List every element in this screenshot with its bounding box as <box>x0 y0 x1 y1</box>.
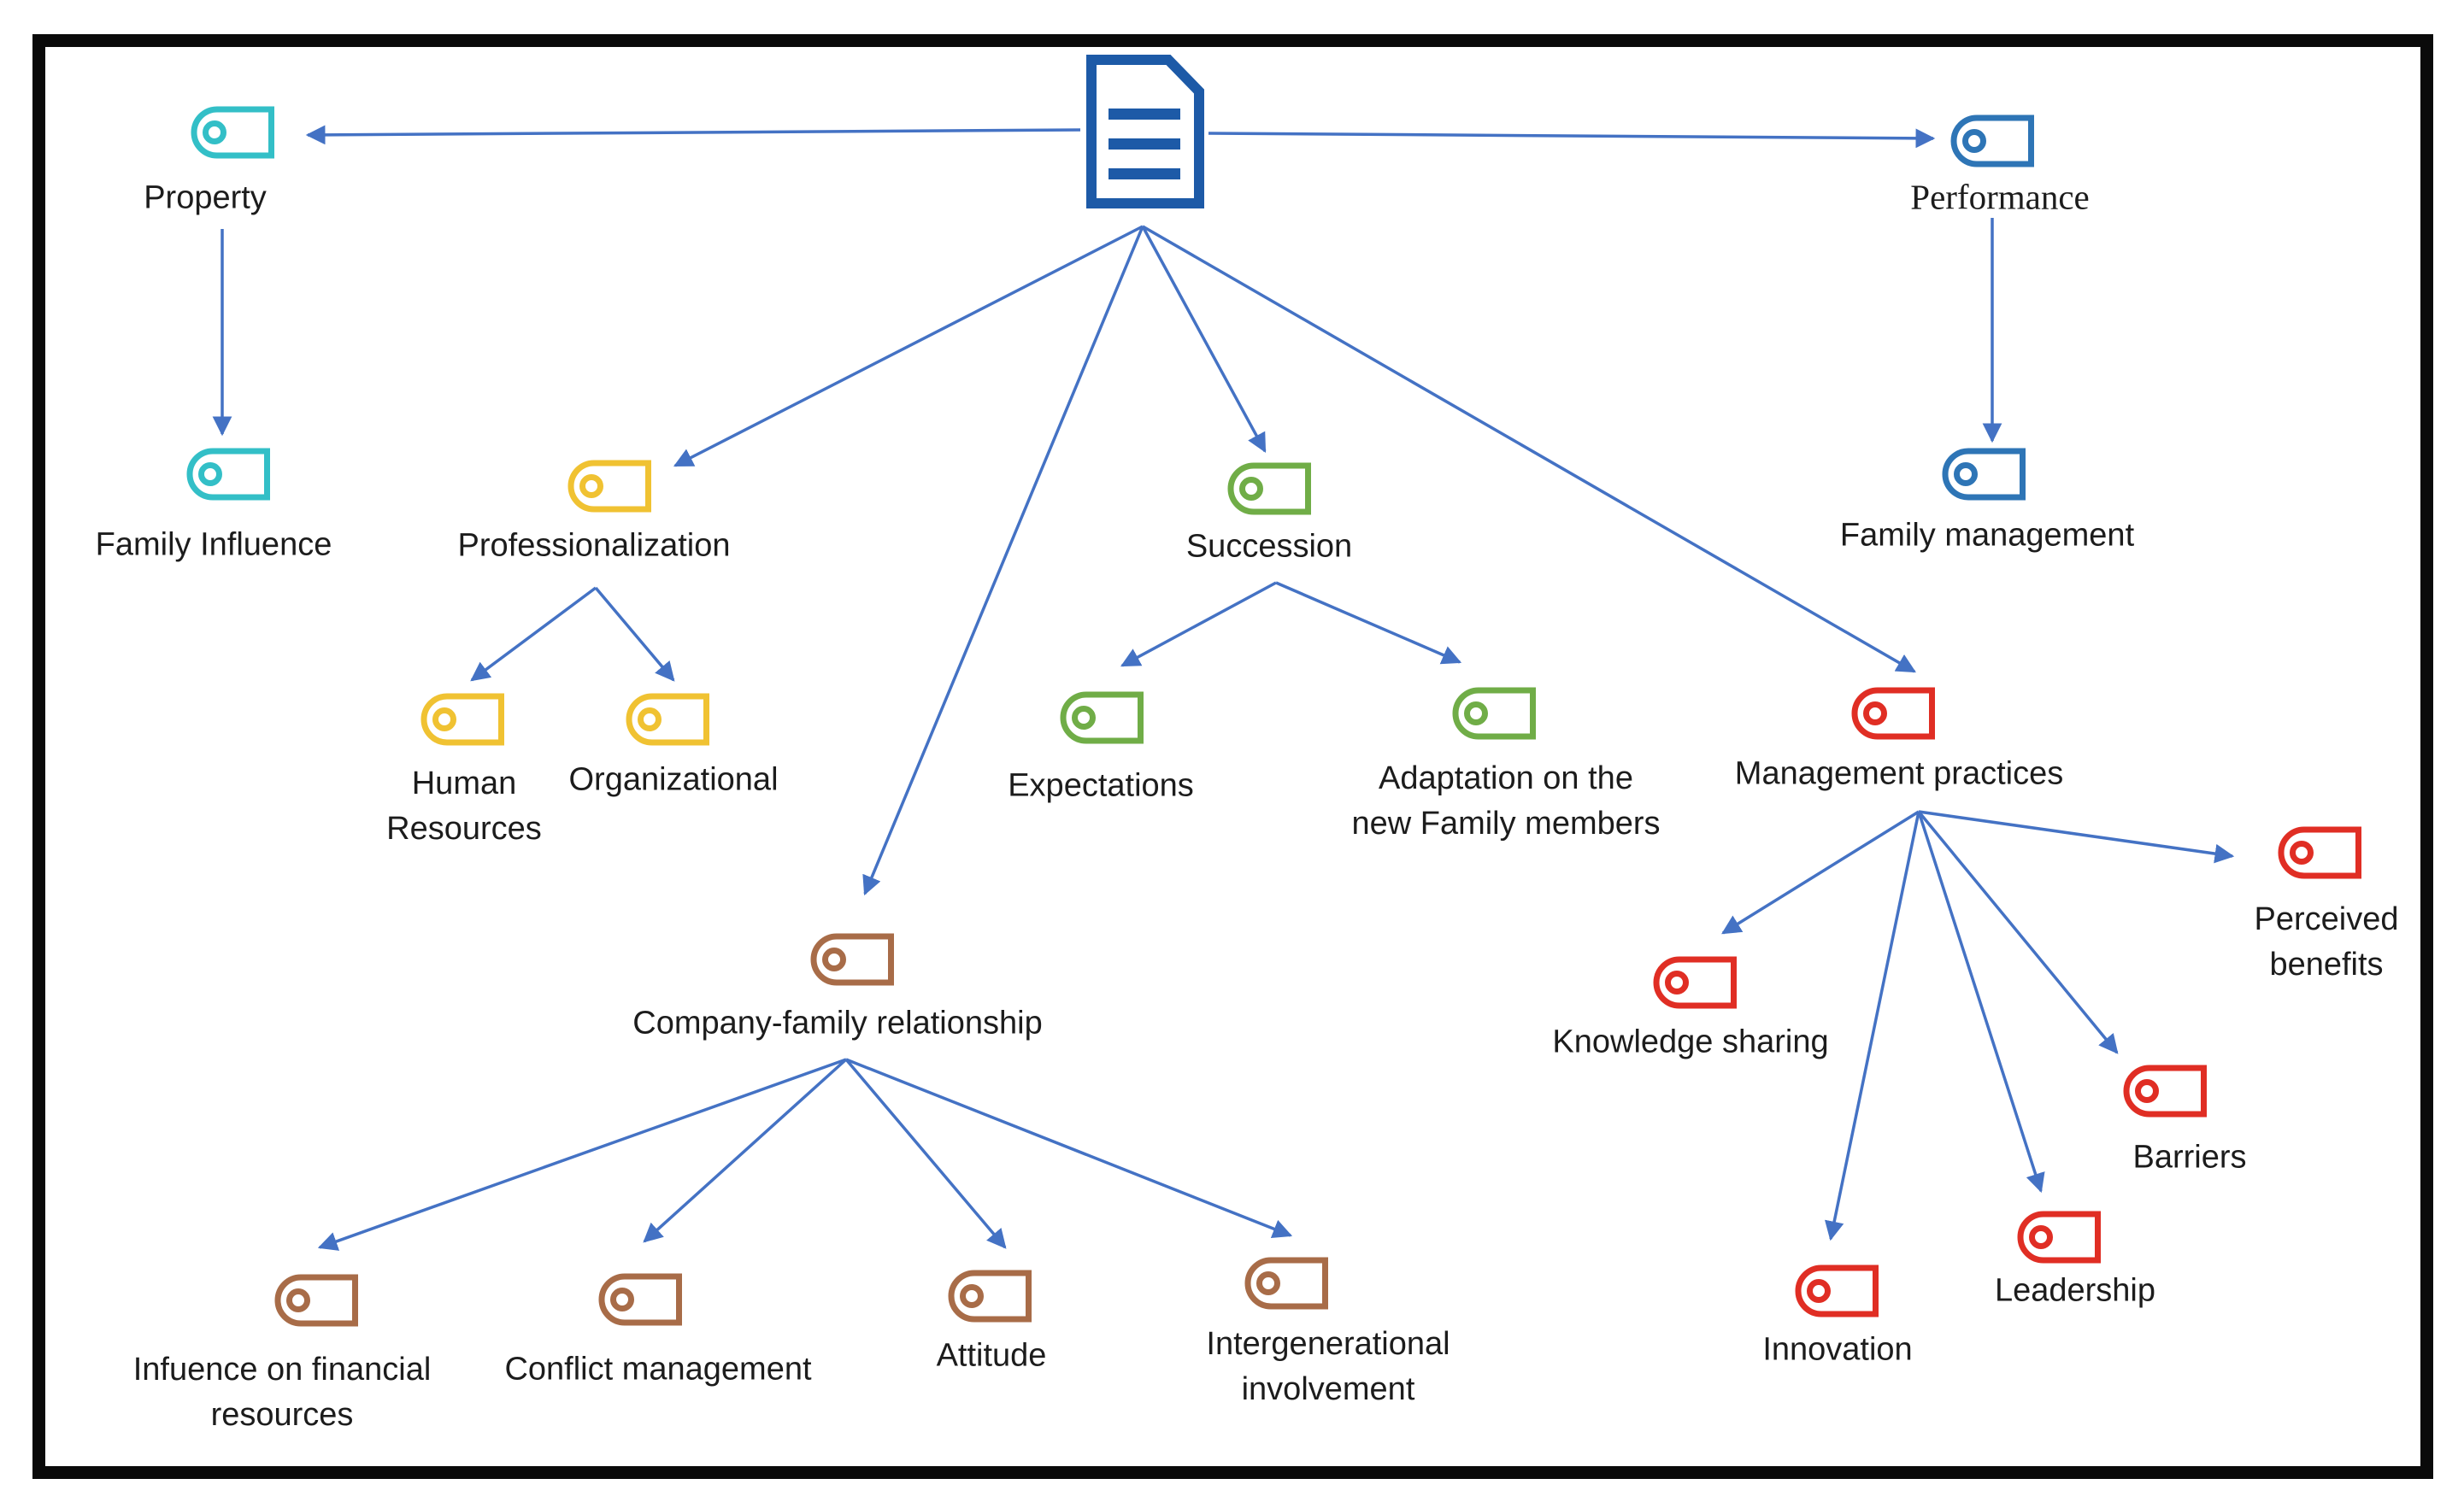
tag-icon-barriers <box>2121 1064 2207 1118</box>
arrow-succession-to-expectations <box>1120 581 1277 667</box>
tag-icon-organizational <box>624 692 709 747</box>
label-adaptation: Adaptation on the new Family members <box>1351 760 1661 842</box>
label-influence-financial: Infuence on financial resources <box>132 1352 432 1433</box>
arrow-document-to-company_family <box>862 226 1144 896</box>
label-management-practices: Management practices <box>1734 755 2064 792</box>
tag-icon-property <box>189 105 274 160</box>
tag-icon-intergenerational <box>1243 1256 1328 1311</box>
label-succession: Succession <box>1185 528 1353 565</box>
tag-icon-expectations <box>1058 690 1144 745</box>
label-performance: Performance <box>1910 177 2090 217</box>
tag-icon-innovation <box>1793 1264 1879 1318</box>
arrow-document-to-performance <box>1208 128 1936 149</box>
label-attitude: Attitude <box>936 1337 1047 1374</box>
figure-border <box>32 34 2433 1479</box>
label-conflict-management: Conflict management <box>504 1351 812 1388</box>
arrow-document-to-succession <box>1141 226 1267 453</box>
arrow-company_family-to-influence_financial <box>317 1058 847 1251</box>
arrow-management_practices-to-barriers <box>1917 810 2119 1054</box>
tag-icon-leadership <box>2015 1210 2101 1264</box>
tag-icon-management-practices <box>1849 686 1935 741</box>
label-expectations: Expectations <box>1008 767 1194 804</box>
arrow-company_family-to-intergenerational <box>845 1058 1293 1239</box>
label-perceived-benefits: Perceived benefits <box>2254 901 2399 983</box>
document-icon <box>1086 55 1204 208</box>
arrow-document-to-professionalization <box>673 225 1144 467</box>
label-leadership: Leadership <box>1994 1272 2156 1309</box>
arrow-document-to-property <box>305 125 1081 145</box>
tag-icon-knowledge-sharing <box>1651 955 1737 1010</box>
label-family-management: Family management <box>1839 517 2135 554</box>
tag-icon-performance <box>1949 114 2034 168</box>
label-barriers: Barriers <box>2132 1139 2247 1176</box>
label-family-influence: Family Influence <box>95 526 332 563</box>
arrow-professionalization-to-organizational <box>594 586 675 682</box>
tag-icon-family-influence <box>185 447 270 502</box>
label-intergenerational: Intergenerational involvement <box>1206 1326 1450 1407</box>
label-organizational: Organizational <box>568 761 779 798</box>
arrow-management_practices-to-innovation <box>1824 811 1920 1241</box>
arrow-company_family-to-attitude <box>844 1058 1007 1249</box>
tag-icon-conflict-management <box>597 1272 682 1327</box>
label-property: Property <box>144 179 267 216</box>
arrow-management_practices-to-knowledge_sharing <box>1721 810 1920 935</box>
arrow-management_practices-to-leadership <box>1917 811 2045 1194</box>
label-professionalization: Professionalization <box>457 527 731 564</box>
label-innovation: Innovation <box>1762 1331 1913 1368</box>
arrow-document-to-management_practices <box>1142 225 1916 673</box>
arrow-company_family-to-conflict_management <box>643 1058 848 1243</box>
label-human-resources: Human Resources <box>386 766 542 847</box>
arrow-management_practices-to-perceived_benefits <box>1918 810 2235 864</box>
tag-icon-professionalization <box>566 459 651 513</box>
tag-icon-company-family <box>809 932 894 987</box>
tag-icon-succession <box>1226 461 1311 516</box>
tag-icon-perceived-benefits <box>2276 825 2361 880</box>
label-company-family: Company-family relationship <box>632 1005 1043 1042</box>
tag-icon-influence-financial <box>273 1273 358 1328</box>
tag-icon-attitude <box>946 1269 1032 1323</box>
tag-icon-family-management <box>1940 447 2026 502</box>
label-knowledge-sharing: Knowledge sharing <box>1552 1024 1829 1060</box>
tag-icon-human-resources <box>419 692 504 747</box>
tag-icon-adaptation <box>1450 686 1536 741</box>
arrow-succession-to-adaptation <box>1275 581 1462 665</box>
arrow-professionalization-to-human_resources <box>470 586 597 682</box>
